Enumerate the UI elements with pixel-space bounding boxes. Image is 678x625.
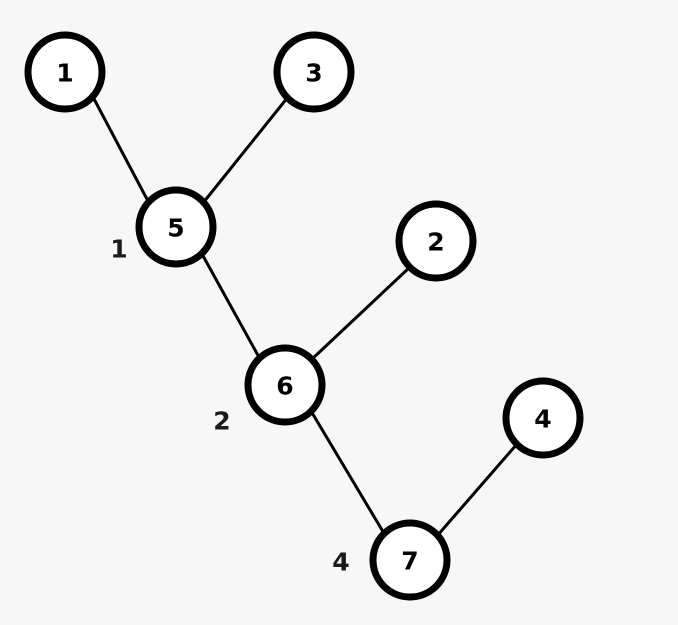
node-circle[interactable] (244, 344, 326, 426)
graph-node-2[interactable]: 2 (395, 200, 477, 282)
edge-2-6 (309, 265, 412, 362)
node-label: 7 (401, 547, 418, 576)
node-label: 4 (534, 405, 551, 434)
edge-5-6 (200, 252, 262, 361)
node-label: 6 (276, 372, 293, 401)
edge-1-5 (91, 95, 151, 205)
node-circle[interactable] (502, 377, 584, 459)
edge-3-5 (201, 95, 290, 205)
annotations-layer: 1 2 4 (110, 235, 349, 577)
graph-node-1[interactable]: 1 (24, 31, 106, 113)
edge-6-7 (309, 409, 387, 537)
node-label: 5 (167, 214, 184, 243)
nodes-layer: 1 3 5 2 6 4 7 (24, 31, 584, 601)
edge-annotation-near-node-6: 2 (213, 407, 230, 436)
edge-annotation-near-node-5: 1 (110, 235, 127, 264)
node-circle[interactable] (135, 186, 217, 268)
graph-node-5[interactable]: 5 (135, 186, 217, 268)
node-circle[interactable] (369, 519, 451, 601)
node-label: 3 (305, 59, 322, 88)
graph-node-3[interactable]: 3 (273, 31, 355, 113)
node-label: 2 (427, 228, 444, 257)
node-circle[interactable] (273, 31, 355, 113)
node-label: 1 (56, 59, 73, 88)
graph-node-7[interactable]: 7 (369, 519, 451, 601)
edge-4-7 (435, 442, 519, 538)
graph-node-4[interactable]: 4 (502, 377, 584, 459)
edge-annotation-near-node-7: 4 (332, 548, 349, 577)
edges-layer (91, 95, 519, 538)
node-circle[interactable] (395, 200, 477, 282)
node-circle[interactable] (24, 31, 106, 113)
graph-node-6[interactable]: 6 (244, 344, 326, 426)
